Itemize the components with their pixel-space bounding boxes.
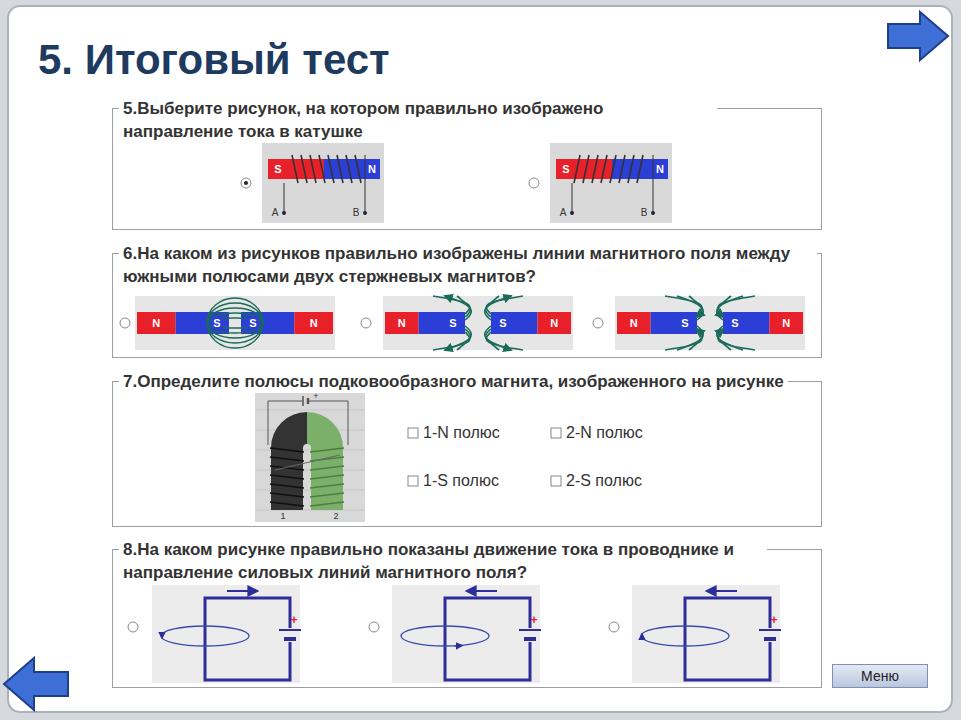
picture-label: B <box>641 208 648 218</box>
checkbox <box>551 476 561 486</box>
slide-background <box>8 6 952 712</box>
radio-button <box>369 622 379 632</box>
picture-label: S <box>274 164 281 175</box>
question-text: 7.Определите полюсы подковообразного маг… <box>119 370 788 393</box>
picture-label: N <box>782 318 790 329</box>
option-text: 1-S полюс <box>423 473 499 489</box>
picture-label: N <box>398 318 406 329</box>
option-text: 1-N полюс <box>423 425 500 441</box>
question-text: 6.На каком из рисунков правильно изображ… <box>119 242 817 288</box>
coil-picture <box>550 143 672 223</box>
picture-label: S <box>679 317 690 330</box>
picture-label: S <box>729 317 740 330</box>
next-arrow <box>888 12 948 60</box>
picture-label: + <box>770 614 777 626</box>
coil-picture <box>262 143 384 223</box>
picture-label: B <box>353 208 360 218</box>
question-panel: 7.Определите полюсы подковообразного маг… <box>112 381 822 527</box>
picture-label: N <box>368 164 376 175</box>
picture-label: A <box>560 208 567 218</box>
radio-button <box>609 622 619 632</box>
picture-label: N <box>550 318 558 329</box>
picture-label: + <box>313 392 318 401</box>
menu-button: Меню <box>832 664 928 688</box>
picture-label: N <box>656 164 664 175</box>
picture-label: + <box>290 614 297 626</box>
slide-title: 5. Итоговый тест <box>38 36 390 84</box>
picture-label: 1 <box>280 512 285 521</box>
question-panel: 6.На каком из рисунков правильно изображ… <box>112 253 822 358</box>
option-text: 2-N полюс <box>566 425 643 441</box>
checkbox <box>408 428 418 438</box>
radio-button <box>593 318 603 328</box>
magnets-picture <box>135 296 335 350</box>
circuit-picture <box>632 585 781 683</box>
picture-label: S <box>247 317 258 330</box>
radio-button <box>120 318 130 328</box>
picture-label: N <box>630 318 638 329</box>
picture-label: S <box>447 317 458 330</box>
radio-button <box>361 318 371 328</box>
picture-label: + <box>530 614 537 626</box>
radio-button <box>241 178 251 188</box>
question-panel: 5.Выберите рисунок, на котором правильно… <box>112 108 822 230</box>
radio-button <box>529 178 539 188</box>
picture-label: 2 <box>333 512 338 521</box>
magnets-picture <box>615 296 805 350</box>
circuit-picture <box>152 585 301 683</box>
question-panel: 8.На каком рисунке правильно показаны дв… <box>112 549 822 688</box>
question-text: 5.Выберите рисунок, на котором правильно… <box>119 97 717 143</box>
picture-label: S <box>211 317 222 330</box>
option-text: 2-S полюс <box>566 473 642 489</box>
checkbox <box>551 428 561 438</box>
question-text: 8.На каком рисунке правильно показаны дв… <box>119 538 767 584</box>
picture-label: N <box>310 318 318 329</box>
horseshoe-magnet-picture <box>255 393 365 522</box>
button-label: Меню <box>861 668 899 684</box>
picture-label: N <box>152 318 160 329</box>
radio-button <box>128 622 138 632</box>
checkbox <box>408 476 418 486</box>
picture-label: S <box>497 317 508 330</box>
magnets-picture <box>383 296 573 350</box>
picture-label: S <box>562 164 569 175</box>
circuit-picture <box>392 585 541 683</box>
picture-label: A <box>272 208 279 218</box>
back-arrow <box>4 658 68 710</box>
